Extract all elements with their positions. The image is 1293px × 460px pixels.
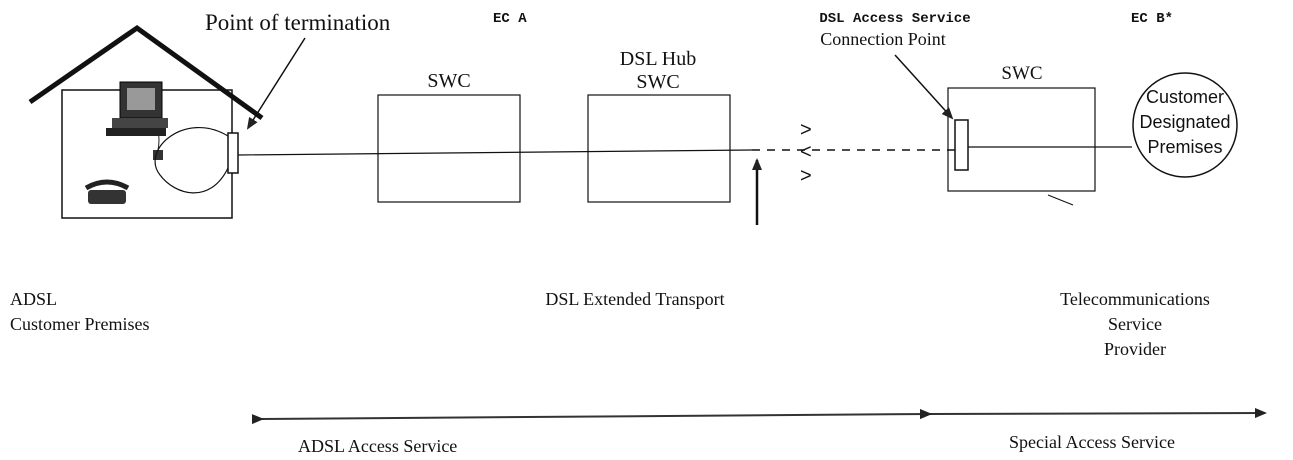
adsl-customer-premises-label: Customer Premises	[10, 314, 150, 334]
termination-box	[228, 133, 238, 173]
connection-pointer	[895, 55, 952, 118]
gt-bottom-symbol: >	[800, 165, 812, 187]
connection-point-box	[955, 120, 968, 170]
transport-line	[238, 150, 752, 155]
termination-pointer	[248, 38, 305, 128]
swc-box-3-tail	[1048, 195, 1073, 205]
dsl-extended-transport-label: DSL Extended Transport	[545, 289, 724, 309]
swc-1-label: SWC	[427, 70, 470, 92]
swc-box-3	[948, 88, 1095, 191]
tsp-line3: Provider	[1104, 339, 1166, 359]
adsl-access-range	[262, 414, 930, 419]
adsl-access-service-label: ADSL Access Service	[298, 436, 457, 456]
tsp-line2: Service	[1108, 314, 1162, 334]
dsl-hub-swc-box	[588, 95, 730, 202]
telephone-icon	[86, 182, 128, 204]
gt-top-symbol: >	[800, 119, 812, 141]
customer-line3: Premises	[1147, 137, 1222, 157]
ec-b-label: EC B*	[1131, 11, 1173, 27]
lt-mid-symbol: <	[800, 141, 812, 163]
dsl-hub-swc-label: SWC	[636, 71, 679, 93]
customer-line1: Customer	[1146, 87, 1224, 107]
tsp-line1: Telecommunications	[1060, 289, 1210, 309]
ec-a-label: EC A	[493, 11, 527, 27]
dsl-hub-label: DSL Hub	[620, 48, 696, 70]
point-of-termination-label: Point of termination	[205, 10, 391, 35]
customer-line2: Designated	[1139, 112, 1230, 132]
special-access-range	[930, 413, 1265, 414]
house-wiring	[155, 128, 228, 193]
special-access-service-label: Special Access Service	[1009, 432, 1175, 452]
dsl-access-service-label: DSL Access Service	[819, 11, 970, 27]
swc-3-label: SWC	[1001, 63, 1042, 84]
adsl-label: ADSL	[10, 289, 57, 309]
swc-box-1	[378, 95, 520, 202]
connection-point-label: Connection Point	[820, 29, 946, 49]
